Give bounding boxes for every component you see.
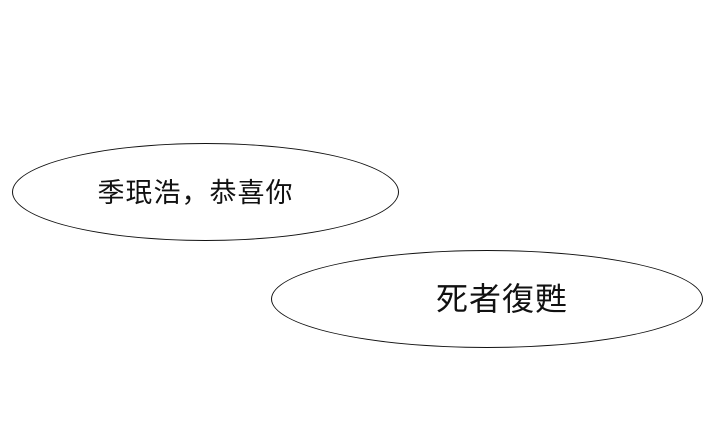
speech-bubble-congratulations: 季珉浩，恭喜你: [12, 143, 399, 241]
speech-bubble-text: 死者復甦: [435, 280, 568, 318]
speech-bubble-resurrection: 死者復甦: [271, 250, 703, 348]
speech-bubble-text: 季珉浩，恭喜你: [97, 177, 294, 209]
